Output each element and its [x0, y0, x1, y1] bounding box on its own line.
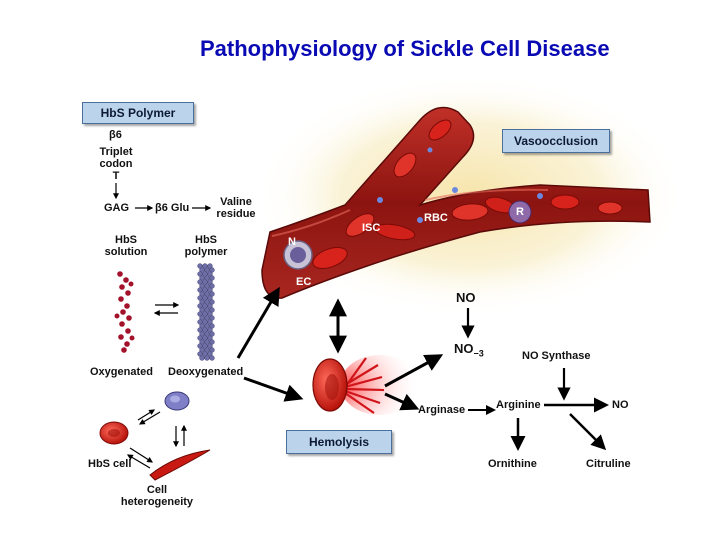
hemolysis-to-no3-arrow — [384, 354, 444, 388]
arginine-to-citruline-arrow — [569, 413, 607, 451]
no3-base: NO — [454, 341, 474, 356]
no-top-label: NO — [456, 290, 476, 305]
glu-label: β6 Glu — [155, 202, 190, 214]
hbs-solution-molecules — [114, 271, 135, 353]
hbs-cell-label: HbS cell — [88, 458, 132, 470]
arginine-label: Arginine — [496, 399, 541, 411]
arginase-label: Arginase — [418, 404, 466, 416]
hbs-solution-line1: HbS — [115, 234, 137, 246]
beta6-label: β6 — [109, 129, 122, 141]
oxygenated-label: Oxygenated — [90, 366, 153, 378]
heterogeneity-line1: Cell — [146, 484, 168, 496]
hbs-polymer-line2: polymer — [184, 246, 228, 258]
t-base: T — [112, 170, 120, 182]
heterogeneity-label: Cell heterogeneity — [112, 484, 202, 508]
triplet-word: Triplet — [99, 146, 133, 158]
no-right-label: NO — [612, 399, 629, 411]
no3-label: NO−3 — [454, 341, 484, 360]
vessel-ec-label: EC — [296, 276, 312, 288]
vessel-r-label: R — [516, 206, 524, 218]
hbs-solution-label: HbS solution — [96, 234, 156, 258]
het-arrow-6 — [126, 454, 151, 469]
triplet-label: Triplet codon T — [90, 146, 142, 182]
blood-vessel — [261, 106, 651, 299]
hbs-polymer-label: HbS polymer — [176, 234, 236, 258]
het-arrow-2 — [138, 411, 161, 425]
vessel-rbc-label: RBC — [424, 212, 448, 224]
deoxy-to-hemolysis-arrow — [243, 376, 304, 402]
codon-word: codon — [99, 158, 133, 170]
vessel-isc-label: ISC — [362, 222, 381, 234]
vasoocclusion-box: Vasoocclusion — [502, 129, 610, 153]
citruline-label: Citruline — [586, 458, 631, 470]
hbs-polymer-line1: HbS — [195, 234, 217, 246]
hbs-solution-line2: solution — [104, 246, 148, 258]
ornithine-label: Ornithine — [488, 458, 537, 470]
hemolysis-fragments — [344, 357, 385, 414]
valine-label: Valine residue — [206, 196, 266, 220]
sickled-cell — [149, 449, 211, 481]
hbs-polymer-box: HbS Polymer — [82, 102, 194, 124]
no-synthase-label: NO Synthase — [522, 350, 591, 362]
no3-sub: −3 — [473, 348, 484, 359]
vessel-n-label: N — [288, 236, 296, 248]
deoxygenated-label: Deoxygenated — [168, 366, 244, 378]
residue-word: residue — [216, 208, 256, 220]
het-arrow-1 — [137, 409, 156, 421]
hemolysis-box: Hemolysis — [286, 430, 392, 454]
hbs-polymer-fiber — [197, 263, 215, 361]
gag-label: GAG — [104, 202, 130, 214]
deoxy-to-vessel-arrow — [236, 286, 280, 359]
hemolysis-to-arginase-arrow — [384, 392, 420, 411]
het-arrow-5 — [129, 447, 154, 463]
heterogeneity-line2: heterogeneity — [120, 496, 194, 508]
valine-word: Valine — [220, 196, 252, 208]
page-title: Pathophysiology of Sickle Cell Disease — [200, 36, 610, 61]
